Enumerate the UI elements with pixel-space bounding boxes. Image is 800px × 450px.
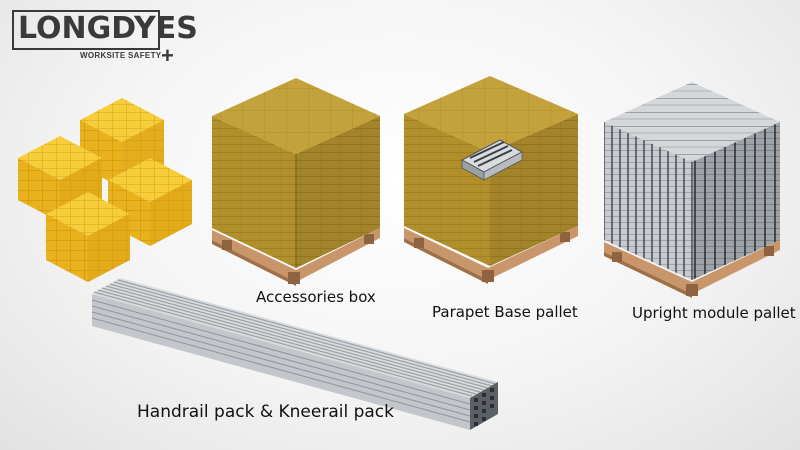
logo-wordmark: LONGDYES (18, 11, 198, 46)
crate-stack (46, 192, 130, 282)
upright-module-pallet-label: Upright module pallet (632, 304, 796, 322)
yellow-crate-stacks (18, 98, 192, 282)
logo-plus-icon: + (161, 43, 174, 68)
logo-frame (12, 10, 160, 50)
crate-stack (108, 158, 192, 246)
accessories-box-pallet (212, 78, 380, 286)
upright-module-pallet (604, 82, 780, 298)
accessories-box-label: Accessories box (256, 288, 376, 306)
parapet-base-pallet-label: Parapet Base pallet (432, 303, 578, 321)
logo-tagline: WORKSITE SAFETY (80, 51, 162, 60)
handrail-pack (91, 278, 498, 430)
handrail-pack-label: Handrail pack & Kneerail pack (137, 402, 394, 422)
brand-logo: LONGDYES WORKSITE SAFETY + (12, 10, 198, 67)
parapet-base-pallet (404, 76, 578, 284)
